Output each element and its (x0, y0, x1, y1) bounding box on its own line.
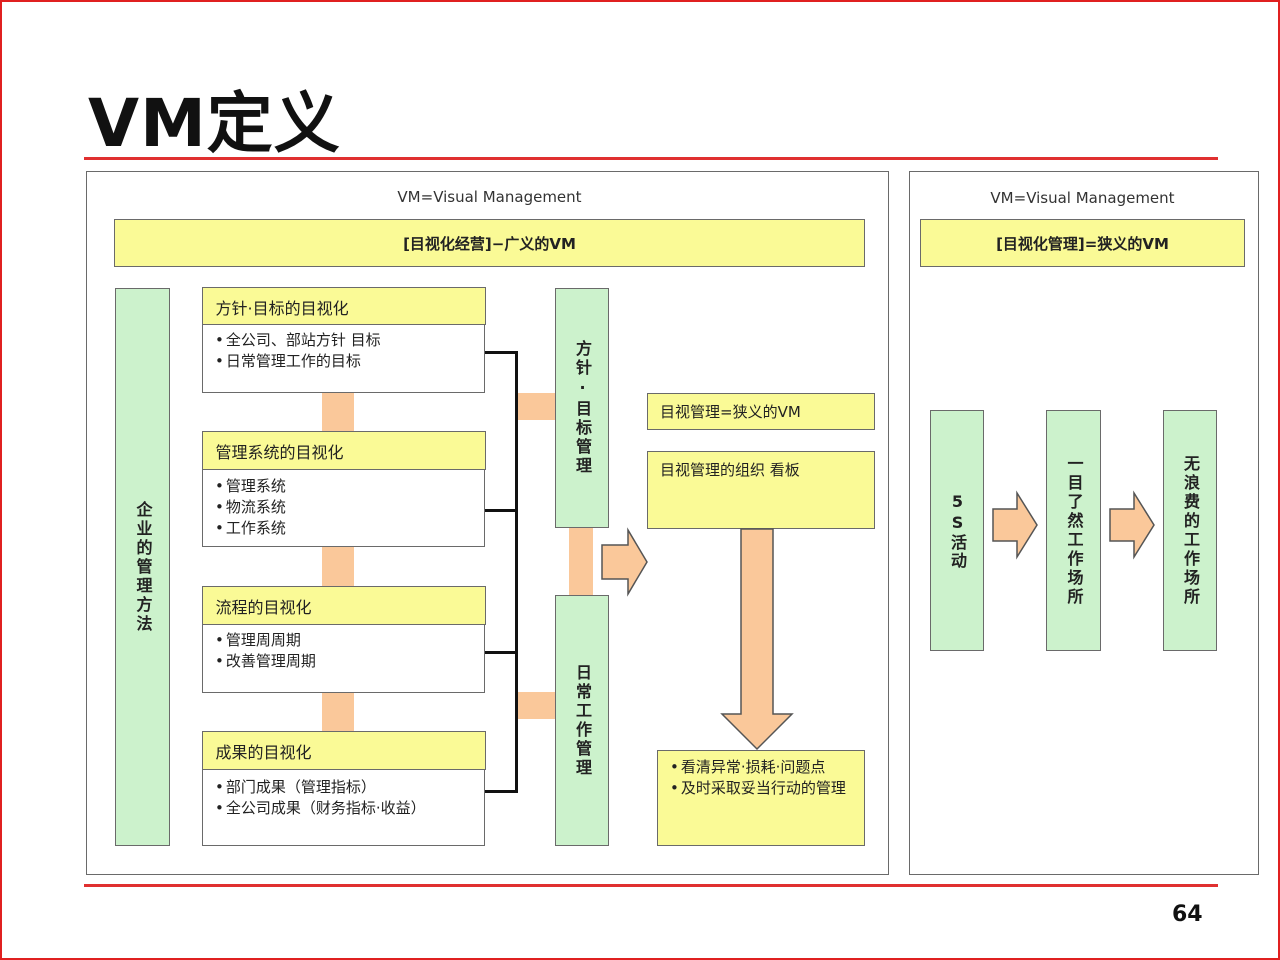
enterprise-management-label: 企业的管理方法 (115, 288, 170, 846)
step-5s: 5S活动 (930, 410, 984, 651)
right-arrow-icon (992, 490, 1038, 560)
step-waste-free-workplace: 无浪费的工作场所 (1163, 410, 1217, 651)
box-connector (322, 547, 354, 586)
list-item: 及时采取妥当行动的管理 (670, 778, 856, 799)
bracket-line (485, 351, 517, 354)
column-link (569, 528, 593, 595)
list-item: 管理周周期 (215, 630, 484, 651)
policy-goal-box: 方针·目标的目视化 全公司、部站方针 目标 日常管理工作的目标 (201, 286, 486, 393)
broad-vm-banner: [目视化经营]−广义的VM (114, 219, 865, 267)
bottom-rule (84, 884, 1218, 887)
box-items: 部门成果（管理指标） 全公司成果（财务指标·收益） (203, 770, 484, 819)
bracket-line (485, 790, 517, 793)
slide-title: VM定义 (88, 85, 341, 162)
bracket-line (515, 351, 518, 793)
box-connector (322, 393, 354, 431)
list-item: 日常管理工作的目标 (215, 351, 484, 372)
process-box: 流程的目视化 管理周周期 改善管理周期 (201, 585, 486, 693)
box-items: 全公司、部站方针 目标 日常管理工作的目标 (203, 325, 484, 372)
list-item: 看清异常·损耗·问题点 (670, 757, 856, 778)
box-header: 方针·目标的目视化 (201, 286, 486, 325)
bracket-line (485, 509, 517, 512)
down-arrow-icon (720, 528, 794, 751)
bracket-line (485, 651, 517, 654)
right-arrow-icon (601, 527, 648, 597)
box-header: 管理系统的目视化 (201, 430, 486, 470)
right-panel-caption: VM=Visual Management (990, 189, 1175, 207)
list-item: 全公司成果（财务指标·收益） (215, 798, 484, 819)
daily-work-management-column: 日常工作管理 (555, 595, 609, 846)
result-box: 看清异常·损耗·问题点 及时采取妥当行动的管理 (657, 750, 865, 846)
left-panel-caption: VM=Visual Management (397, 188, 582, 206)
list-item: 物流系统 (215, 497, 484, 518)
box-items: 管理系统 物流系统 工作系统 (203, 470, 484, 539)
page-number: 64 (1172, 902, 1203, 927)
list-item: 工作系统 (215, 518, 484, 539)
narrow-vm-banner: [目视化管理]=狭义的VM (920, 219, 1245, 267)
results-box: 成果的目视化 部门成果（管理指标） 全公司成果（财务指标·收益） (201, 730, 486, 846)
right-arrow-icon (1109, 490, 1155, 560)
box-items: 管理周周期 改善管理周期 (203, 625, 484, 672)
policy-management-column: 方针·目标管理 (555, 288, 609, 528)
org-board-label: 目视管理的组织 看板 (647, 451, 875, 529)
list-item: 部门成果（管理指标） (215, 777, 484, 798)
column-connector (518, 692, 555, 719)
list-item: 管理系统 (215, 476, 484, 497)
list-item: 改善管理周期 (215, 651, 484, 672)
column-connector (518, 393, 555, 420)
box-header: 成果的目视化 (201, 730, 486, 770)
box-connector (322, 693, 354, 731)
step-visual-workplace: 一目了然工作场所 (1046, 410, 1101, 651)
list-item: 全公司、部站方针 目标 (215, 330, 484, 351)
top-rule (84, 157, 1218, 160)
narrow-vm-label: 目视管理=狭义的VM (647, 393, 875, 430)
box-header: 流程的目视化 (201, 585, 486, 625)
management-system-box: 管理系统的目视化 管理系统 物流系统 工作系统 (201, 430, 486, 547)
